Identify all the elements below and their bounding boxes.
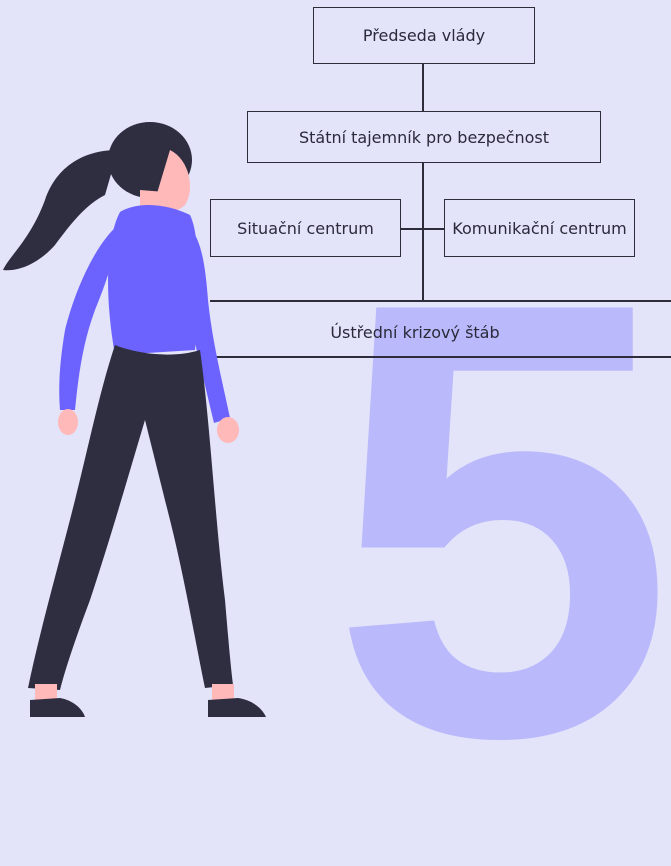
woman-walking-illustration — [3, 122, 266, 717]
connector-pm-secretary — [422, 63, 424, 112]
box-situation-center: Situační centrum — [210, 199, 401, 257]
band-bottom-line — [210, 356, 671, 358]
box-state-secretary: Státní tajemník pro bezpečnost — [247, 111, 601, 163]
central-crisis-staff-label: Ústřední krizový štáb — [330, 322, 500, 342]
connector-secretary-band — [422, 162, 424, 301]
box-prime-minister: Předseda vlády — [313, 7, 535, 64]
box-communication-center: Komunikační centrum — [444, 199, 635, 257]
band-top-line — [210, 300, 671, 302]
connector-side-centers — [400, 228, 445, 230]
